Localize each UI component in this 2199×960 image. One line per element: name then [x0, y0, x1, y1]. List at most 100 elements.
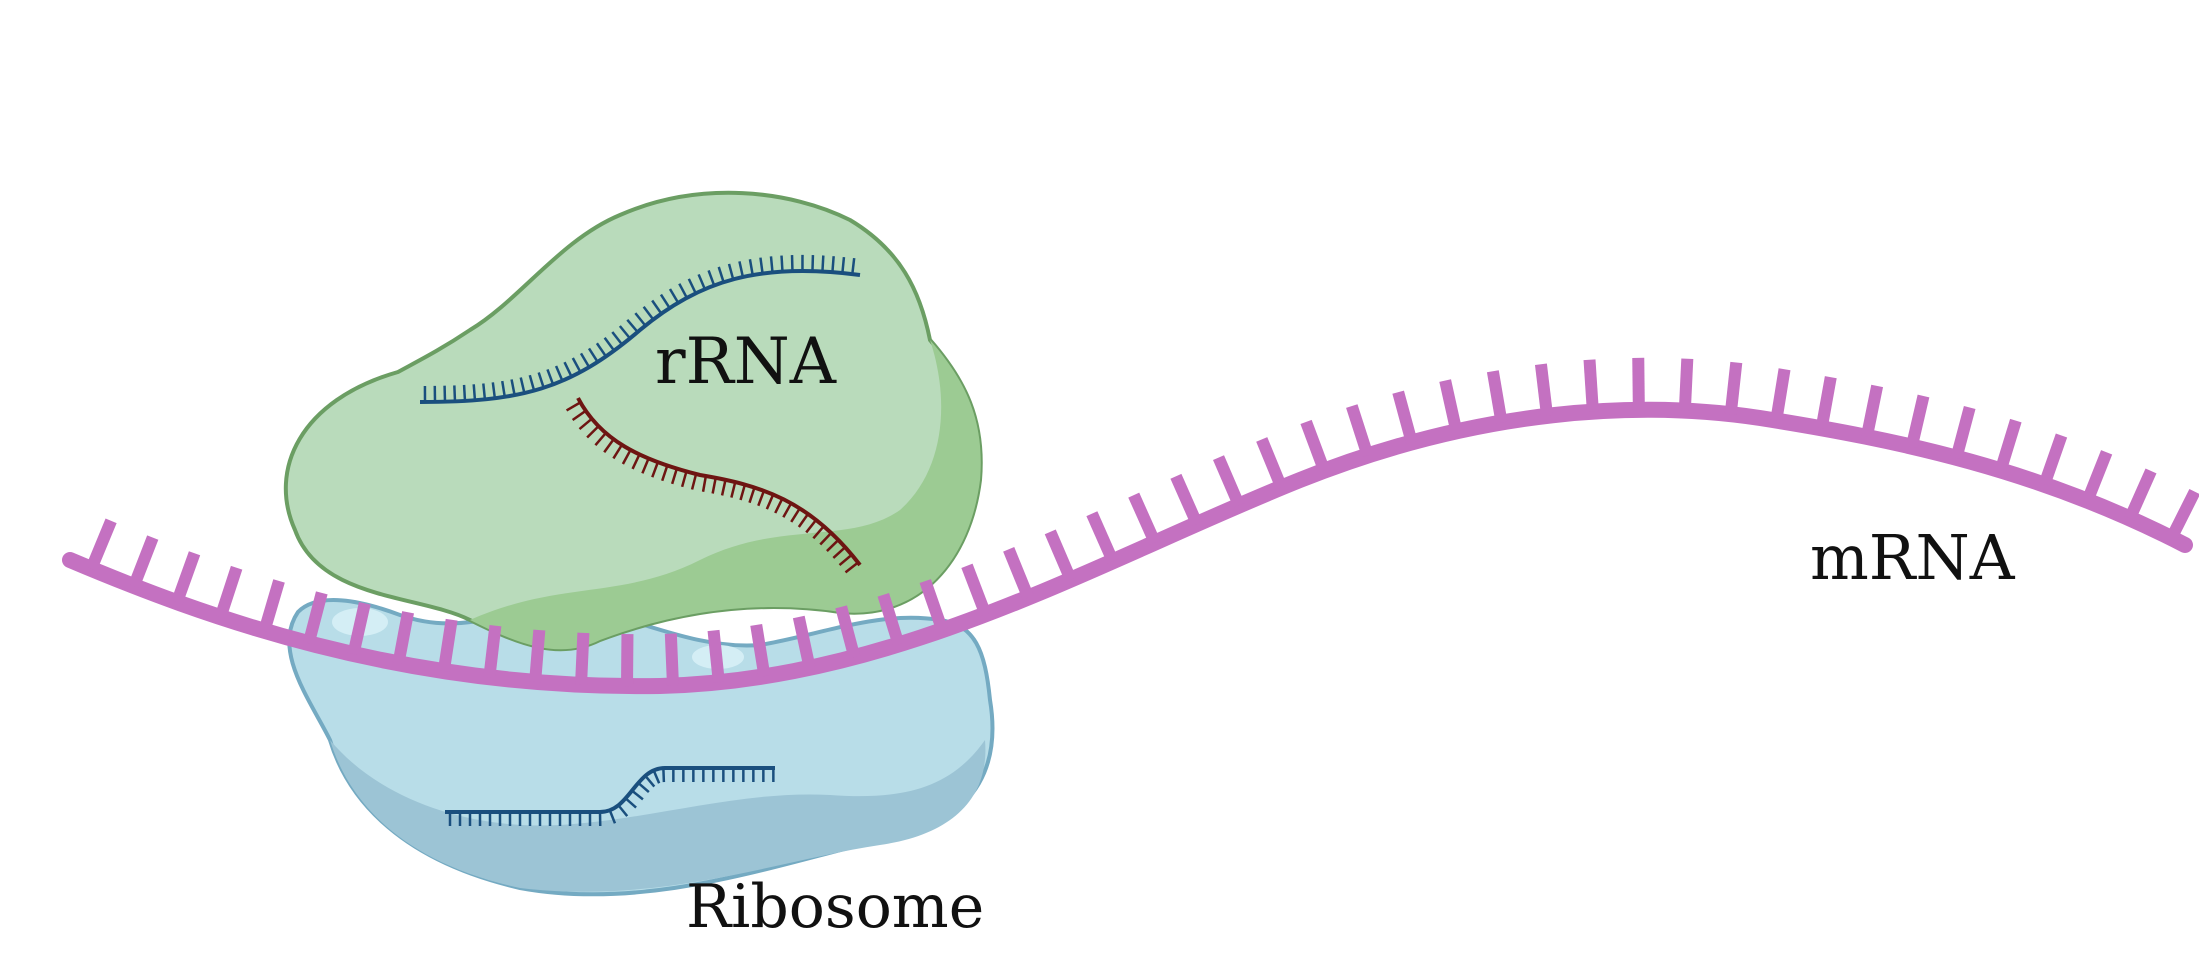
rrna-base: [586, 425, 600, 439]
rrna-base: [790, 507, 801, 523]
mrna-base: [2124, 468, 2157, 521]
rrna-bases-small: [448, 767, 775, 827]
rrna-base: [797, 513, 810, 528]
rrna-base: [644, 774, 656, 788]
rrna-base: [603, 438, 615, 453]
mrna-base: [1044, 529, 1077, 583]
rrna-base: [612, 444, 623, 460]
mrna-base: [1086, 511, 1119, 564]
mrna-base: [792, 615, 816, 670]
rrna-base: [711, 477, 717, 494]
rrna-base: [748, 487, 756, 504]
rrna-strand-small: [445, 766, 775, 814]
rrna-base: [634, 312, 647, 327]
rrna-base: [472, 384, 477, 401]
mrna-base: [664, 633, 679, 686]
mrna-base: [1300, 419, 1330, 473]
rrna-base: [782, 502, 793, 518]
rrna-base: [851, 258, 856, 275]
rrna-base: [501, 380, 506, 398]
mrna-base: [171, 551, 201, 605]
mrna-base: [1815, 376, 1837, 430]
rrna-base: [621, 449, 632, 465]
mrna-base: [85, 518, 117, 572]
rrna-base: [641, 458, 650, 474]
mrna-base: [1213, 455, 1245, 508]
mrna-base: [1583, 359, 1599, 413]
mrna-backbone: [62, 401, 2193, 695]
mrna-base: [437, 618, 458, 673]
mrna-base: [214, 565, 243, 620]
rrna-base: [826, 539, 840, 552]
rrna-base: [774, 498, 784, 514]
mrna-strand: [62, 401, 2193, 695]
rrna-base: [603, 336, 616, 352]
rrna-base: [821, 255, 825, 272]
rrna-base: [780, 255, 784, 272]
rrna-base: [757, 490, 766, 507]
mrna-base: [575, 632, 590, 686]
rrna-base: [482, 383, 487, 400]
mrna-base: [1486, 370, 1508, 424]
rrna-base: [831, 256, 835, 273]
rrna-base: [668, 288, 680, 304]
mrna-base: [750, 623, 771, 678]
rrna-base: [841, 256, 846, 274]
rrna-base: [537, 372, 545, 389]
rrna-base: [626, 318, 639, 333]
rrna-base: [652, 769, 661, 784]
mrna-base: [1905, 394, 1930, 449]
rrna-base: [844, 561, 859, 574]
mrna-base: [347, 601, 371, 656]
mrna-base: [128, 535, 159, 589]
mrna-base: [961, 563, 992, 617]
rrna-bases-red: [565, 401, 859, 574]
rrna-base: [759, 257, 764, 274]
mrna-base: [707, 629, 725, 683]
rrna-base: [546, 369, 555, 385]
mrna-base: [1678, 358, 1694, 411]
rrna-base: [690, 473, 698, 490]
rrna-base: [510, 379, 516, 396]
rrna-bases-blue: [423, 254, 856, 402]
rrna-base: [697, 273, 706, 290]
mrna-base: [302, 591, 328, 645]
mrna-base: [1392, 390, 1418, 444]
rrna-base: [739, 484, 747, 501]
large-subunit: [283, 190, 983, 652]
mrna-label: mRNA: [1810, 521, 2015, 594]
mrna-base: [1534, 363, 1554, 417]
rrna-base: [661, 465, 669, 482]
rrna-base: [680, 471, 688, 488]
mrna-base: [1860, 384, 1884, 439]
rrna-base: [662, 767, 666, 783]
rrna-base: [838, 553, 853, 566]
rrna-base: [594, 432, 607, 447]
rrna-base: [624, 797, 637, 809]
rrna-label: rRNA: [655, 325, 836, 399]
small-subunit-shade: [330, 740, 986, 892]
rrna-base: [642, 305, 655, 321]
mrna-base: [392, 611, 414, 665]
rrna-strand-red: [576, 397, 862, 567]
rrna-strand-blue: [419, 268, 861, 404]
rrna-base: [748, 259, 754, 276]
mrna-base: [835, 605, 861, 659]
mrna-base: [1346, 404, 1374, 458]
rrna-base: [491, 382, 497, 399]
mrna-base: [1950, 405, 1976, 460]
rrna-base: [563, 361, 573, 378]
mrna-bases: [85, 357, 2199, 687]
rrna-base: [769, 256, 774, 273]
rrna-base: [738, 261, 745, 278]
mrna-base: [1770, 368, 1791, 422]
rrna-base: [707, 270, 716, 286]
rrna-base: [528, 374, 536, 391]
rrna-base: [519, 377, 526, 394]
rrna-base: [462, 384, 467, 401]
rrna-base: [637, 781, 650, 794]
rrna-base: [687, 278, 697, 294]
mrna-base: [1632, 357, 1645, 410]
rrna-base: [571, 357, 582, 373]
rrna-base: [812, 525, 825, 540]
